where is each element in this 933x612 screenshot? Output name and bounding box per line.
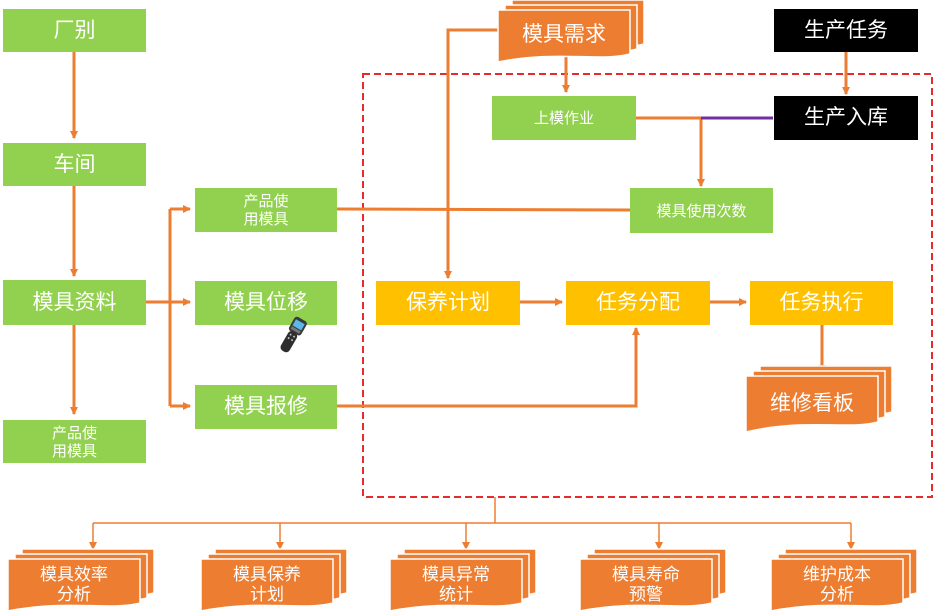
doc-repair-board-label: 维修看板: [770, 390, 854, 415]
report-mold-anomaly-stats[interactable]: 模具异常 统计: [389, 548, 538, 612]
multi-document-shape: [579, 548, 727, 612]
node-mold-mounting[interactable]: 上模作业: [492, 96, 636, 140]
scope-boundary: [362, 73, 933, 498]
node-workshop[interactable]: 车间: [3, 143, 146, 186]
node-mold-usage-count[interactable]: 模具使用次数: [630, 188, 773, 233]
report-maintenance-cost[interactable]: 维护成本 分析: [770, 548, 919, 612]
node-mold-move[interactable]: 模具位移: [195, 281, 337, 325]
node-task-execute[interactable]: 任务执行: [750, 281, 893, 325]
node-task-assign[interactable]: 任务分配: [566, 281, 710, 325]
arrow-demand-plan: [444, 28, 502, 279]
report-label: 模具异常 统计: [422, 565, 490, 605]
report-label: 模具保养 计划: [233, 565, 301, 605]
report-mold-life-warning[interactable]: 模具寿命 预警: [579, 548, 728, 612]
report-mold-maintenance-plan[interactable]: 模具保养 计划: [200, 548, 349, 612]
arrow-repair-assign: [337, 327, 640, 408]
node-mold-data[interactable]: 模具资料: [3, 280, 146, 325]
node-production-task[interactable]: 生产任务: [774, 9, 918, 52]
multi-document-shape: [7, 548, 155, 612]
node-maintenance-plan[interactable]: 保养计划: [376, 281, 520, 325]
doc-mold-demand-label: 模具需求: [522, 21, 606, 46]
node-factory[interactable]: 厂别: [3, 9, 146, 52]
connector-product-usage: [336, 207, 631, 212]
node-production-storage[interactable]: 生产入库: [774, 96, 918, 140]
node-product-mold-left[interactable]: 产品使 用模具: [3, 420, 146, 463]
handheld-scanner-icon: [280, 316, 307, 353]
multi-document-shape: [497, 0, 645, 63]
multi-document-shape: [770, 548, 918, 612]
multi-document-shape: [389, 548, 537, 612]
report-mold-efficiency[interactable]: 模具效率 分析: [7, 548, 156, 612]
arrow-mounting-usage: [636, 116, 705, 187]
report-label: 模具效率 分析: [40, 565, 108, 605]
multi-document-shape: [200, 548, 348, 612]
multi-document-shape: [745, 365, 893, 433]
report-label: 维护成本 分析: [803, 565, 871, 605]
node-mold-repair[interactable]: 模具报修: [195, 385, 337, 429]
doc-mold-demand[interactable]: 模具需求: [497, 0, 646, 63]
doc-repair-board[interactable]: 维修看板: [745, 365, 894, 433]
node-product-mold-mid[interactable]: 产品使 用模具: [195, 188, 337, 232]
report-label: 模具寿命 预警: [612, 565, 680, 605]
